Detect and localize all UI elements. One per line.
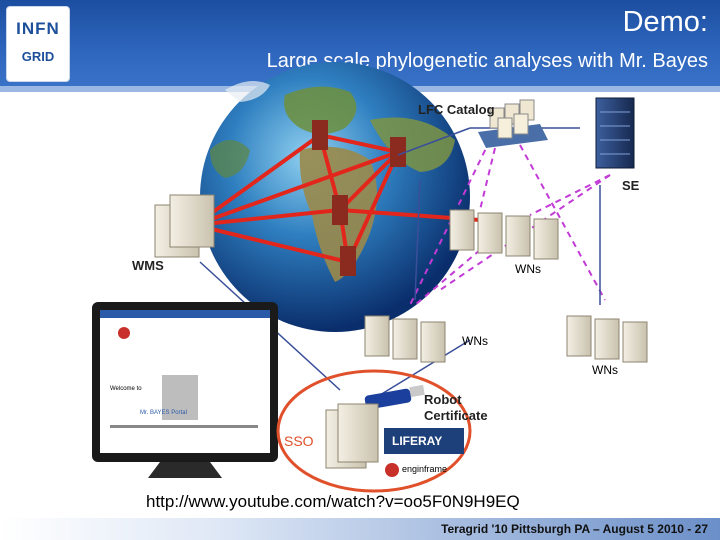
wns-label-2: WNs: [462, 334, 488, 348]
wns-cluster-3: [566, 315, 648, 363]
red-network-links: [193, 133, 481, 264]
portal-monitor: [92, 302, 278, 478]
wns-cluster-1: [449, 209, 559, 260]
wns-label-3: WNs: [592, 363, 618, 377]
liferay-logo-box: [384, 428, 464, 454]
youtube-url[interactable]: http://www.youtube.com/watch?v=oo5F0N9H9…: [146, 492, 520, 511]
robot-certificate-label: Robot Certificate: [424, 392, 488, 423]
se-label: SE: [622, 178, 640, 193]
liferay-label: LIFERAY: [392, 434, 443, 448]
footer-text: Teragrid '10 Pittsburgh PA – August 5 20…: [441, 522, 708, 536]
sso-server-icon: [325, 403, 379, 469]
lfc-catalog-icon: [478, 99, 548, 148]
portal-welcome-text: Welcome to: [110, 386, 142, 392]
wns-label-1: WNs: [515, 262, 541, 276]
se-storage-icon: [595, 97, 635, 169]
sso-highlight-ring: [276, 369, 472, 493]
enginframe-label: enginframe: [402, 464, 448, 474]
sso-label: SSO: [284, 433, 314, 449]
logo-grid-text: GRID: [21, 49, 55, 64]
portal-name-text: Mr. BAYES Portal: [140, 410, 187, 416]
footer-bar: [0, 518, 720, 540]
lfc-catalog-label: LFC Catalog: [418, 102, 495, 117]
slide-subtitle: Large scale phylogenetic analyses with M…: [266, 50, 708, 72]
slide-title: Demo:: [622, 6, 708, 38]
wms-server-icon: [154, 194, 215, 258]
enginframe-logo-icon: [385, 463, 399, 477]
logo-infn-text: INFN: [16, 19, 60, 38]
infn-grid-logo: INFN GRID: [6, 6, 70, 82]
globe-servers: [312, 120, 406, 276]
wms-label: WMS: [132, 258, 164, 273]
wns-cluster-2: [364, 315, 446, 363]
